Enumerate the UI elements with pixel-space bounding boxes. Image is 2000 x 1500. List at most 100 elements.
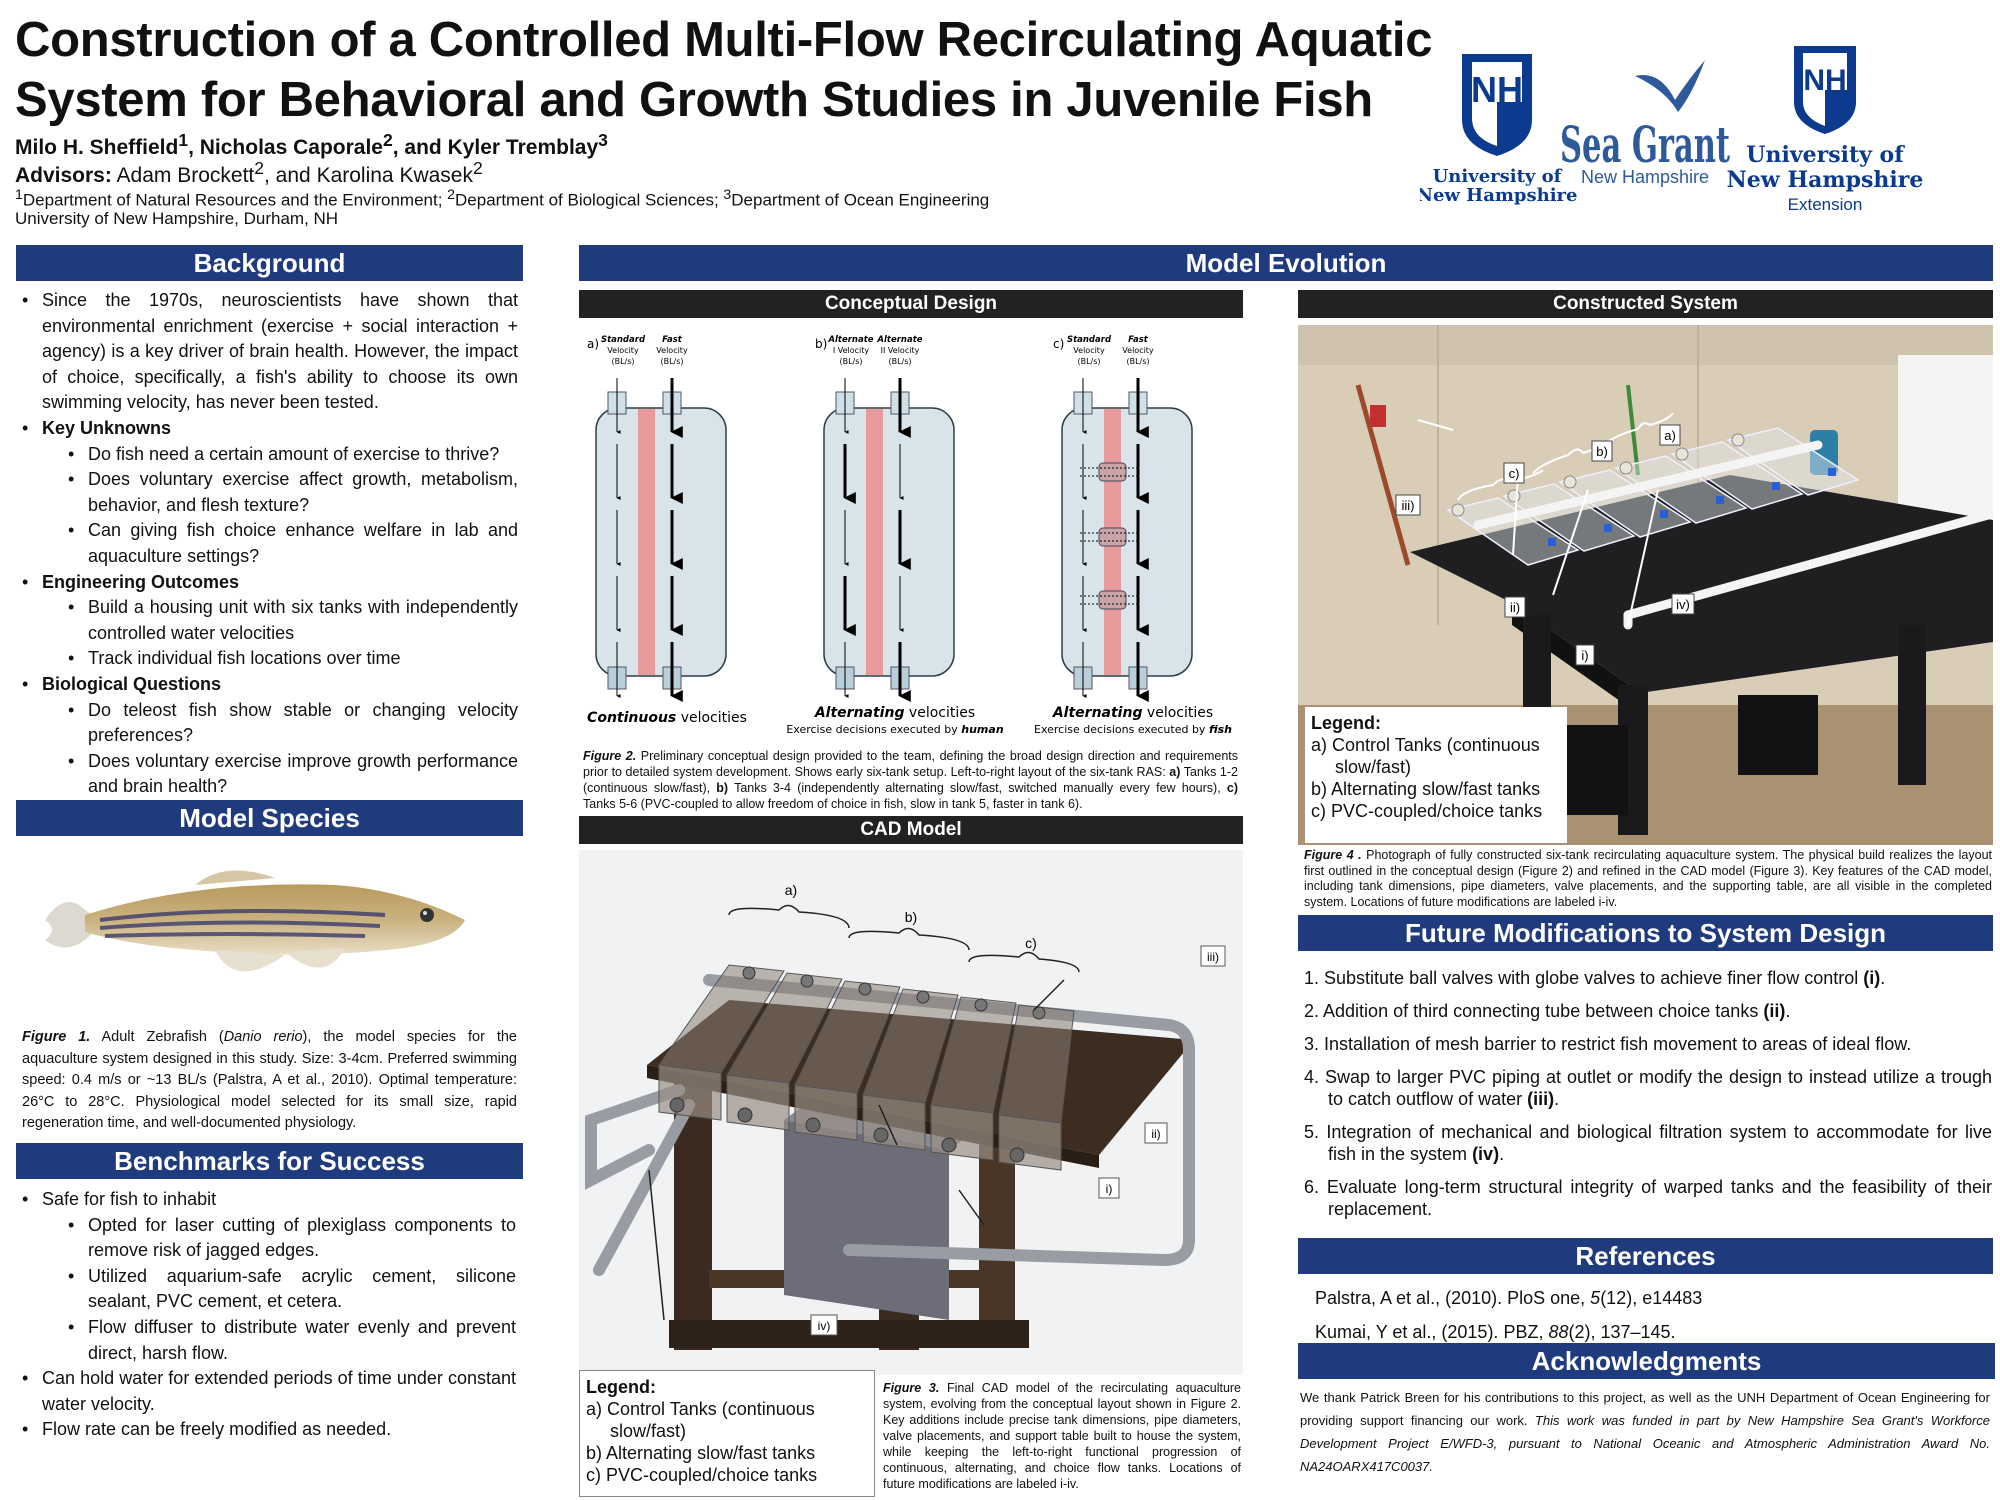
photo-label-iii: iii): [1402, 498, 1415, 513]
cad-label-i: i): [1106, 1182, 1113, 1196]
caption-label: Figure 4 .: [1304, 848, 1362, 862]
valve-handle-icon: [1660, 510, 1668, 518]
caption-label: Figure 2.: [583, 749, 637, 763]
column-label: Alternate: [827, 335, 873, 345]
list-item: 4. Swap to larger PVC piping at outlet o…: [1304, 1066, 1992, 1110]
valve-handle-icon: [1828, 468, 1836, 476]
affiliation-sup: 3: [598, 130, 608, 150]
list-item: Does voluntary exercise affect growth, m…: [42, 467, 518, 518]
cad-label-ii: ii): [1151, 1127, 1160, 1141]
separator: ,: [188, 136, 200, 159]
panel-letter: b): [815, 337, 827, 351]
svg-text:Sea Grant: Sea Grant: [1560, 115, 1730, 174]
constructed-system-heading: Constructed System: [1298, 290, 1993, 318]
legend-item: b) Alternating slow/fast tanks: [586, 1443, 816, 1463]
unh-logo: NH University of New Hampshire: [1420, 54, 1577, 206]
legend-title: Legend:: [1311, 713, 1381, 733]
caption-label: Figure 3.: [883, 1381, 940, 1395]
list-item: Opted for laser cutting of plexiglass co…: [42, 1213, 516, 1264]
figure-3-caption: Figure 3. Final CAD model of the recircu…: [883, 1380, 1241, 1492]
svg-text:University of: University of: [1433, 166, 1563, 187]
item-number: 4.: [1304, 1067, 1325, 1087]
model-species-heading: Model Species: [16, 800, 523, 836]
divider-wall: [866, 409, 883, 675]
list-item: 2. Addition of third connecting tube bet…: [1304, 1000, 1992, 1022]
list-item: Build a housing unit with six tanks with…: [42, 595, 518, 646]
list-item: Safe for fish to inhabit Opted for laser…: [16, 1187, 516, 1366]
caption-text: Tanks 3-4 (independently alternating slo…: [728, 781, 1227, 795]
cad-legend: Legend: a) Control Tanks (continuous slo…: [579, 1370, 875, 1497]
ref-text: Kumai, Y et al., (2015). PBZ,: [1315, 1322, 1549, 1342]
valve-icon: [1619, 461, 1633, 475]
item-number: 6.: [1304, 1177, 1327, 1197]
caption-key: b): [716, 781, 729, 795]
panel-title: Alternating velocities: [1052, 705, 1213, 721]
affiliation-sup: 2: [254, 158, 265, 178]
funding-statement: This work was funded in part by New Hamp…: [1300, 1413, 1990, 1474]
separator: , and: [264, 164, 317, 187]
photo-label-iv: iv): [1676, 597, 1690, 612]
item-end: .: [1880, 968, 1886, 988]
photo-label-a: a): [1664, 428, 1676, 443]
cad-tank-front: [726, 1074, 790, 1131]
advisor-name: Adam Brockett: [116, 164, 255, 187]
cad-label-b: b): [905, 909, 917, 925]
item-text: Safe for fish to inhabit: [42, 1189, 217, 1209]
benchmarks-list: Safe for fish to inhabit Opted for laser…: [16, 1187, 516, 1443]
valve-icon: [916, 990, 930, 1004]
ref-volume: 88: [1548, 1322, 1569, 1342]
cad-tank-front: [658, 1064, 722, 1121]
constructed-system-photo: c) b) a) iii) ii) iv) i): [1298, 325, 1993, 845]
cad-tank-front: [998, 1114, 1062, 1171]
column-label: Standard: [601, 335, 646, 345]
valve-icon: [1451, 503, 1465, 517]
valve-icon: [742, 966, 756, 980]
caption-text: Preliminary conceptual design provided t…: [583, 749, 1238, 779]
item-end: .: [1554, 1089, 1560, 1109]
list-item: 6. Evaluate long-term structural integri…: [1304, 1176, 1992, 1220]
list-item: Do fish need a certain amount of exercis…: [42, 442, 518, 468]
svg-text:New Hampshire: New Hampshire: [1420, 185, 1577, 206]
tank-outline: [823, 407, 955, 677]
valve-handle-icon: [1772, 482, 1780, 490]
panel-note: Exercise decisions executed by human: [786, 723, 1003, 736]
legend-item: c) PVC-coupled/choice tanks: [1311, 801, 1543, 821]
column-label: Standard: [1067, 335, 1112, 345]
model-evolution-heading: Model Evolution: [579, 245, 1993, 281]
group-title: Biological Questions: [42, 673, 222, 694]
svg-text:New Hampshire: New Hampshire: [1727, 167, 1924, 193]
column-label: Velocity: [1122, 346, 1154, 355]
advisors: Advisors: Adam Brockett2, and Karolina K…: [15, 158, 483, 188]
list-item: 3. Installation of mesh barrier to restr…: [1304, 1033, 1992, 1055]
item-number: 5.: [1304, 1122, 1327, 1142]
concept-panel-a: a)StandardVelocity(BL/s)FastVelocity(BL/…: [587, 335, 747, 726]
valve-icon: [1563, 475, 1577, 489]
list-item: Flow rate can be freely modified as need…: [16, 1417, 516, 1443]
author-name: Milo H. Sheffield: [15, 136, 179, 159]
item-text: Installation of mesh barrier to restrict…: [1324, 1034, 1912, 1054]
column-label: (BL/s): [1077, 357, 1100, 366]
cad-tank-front: [930, 1104, 994, 1161]
acknowledgments-text: We thank Patrick Breen for his contribut…: [1300, 1386, 1990, 1478]
column-label: (BL/s): [1126, 357, 1149, 366]
list-item: Flow diffuser to distribute water evenly…: [42, 1315, 516, 1366]
caption-text: Tanks 5-6 (PVC-coupled to allow freedom …: [583, 797, 1083, 811]
separator: , and: [392, 136, 448, 159]
conceptual-design-heading: Conceptual Design: [579, 290, 1243, 318]
photo-tank: [1670, 441, 1804, 510]
reference-item: Kumai, Y et al., (2015). PBZ, 88(2), 137…: [1315, 1322, 1676, 1343]
ref-text: (2), 137–145.: [1568, 1322, 1676, 1342]
cad-model-render: a) b) c) iii) ii) i) iv): [579, 850, 1243, 1375]
list-item: 5. Integration of mechanical and biologi…: [1304, 1121, 1992, 1165]
departments: 1Department of Natural Resources and the…: [15, 187, 989, 211]
valve-handle-icon: [1604, 524, 1612, 532]
list-item: Engineering Outcomes Build a housing uni…: [16, 570, 518, 672]
list-item: Utilized aquarium-safe acrylic cement, s…: [42, 1264, 516, 1315]
author-name: Nicholas Caporale: [199, 136, 383, 159]
ack-text: We thank Patrick Breen for his contribut…: [1300, 1390, 1990, 1428]
cad-tank-front: [862, 1094, 926, 1151]
title-line-1: Construction of a Controlled Multi-Flow …: [15, 13, 1433, 67]
panel-letter: c): [1053, 337, 1064, 351]
legend-item: a) Control Tanks (continuous slow/fast): [586, 1399, 815, 1441]
valve-icon: [1675, 447, 1689, 461]
